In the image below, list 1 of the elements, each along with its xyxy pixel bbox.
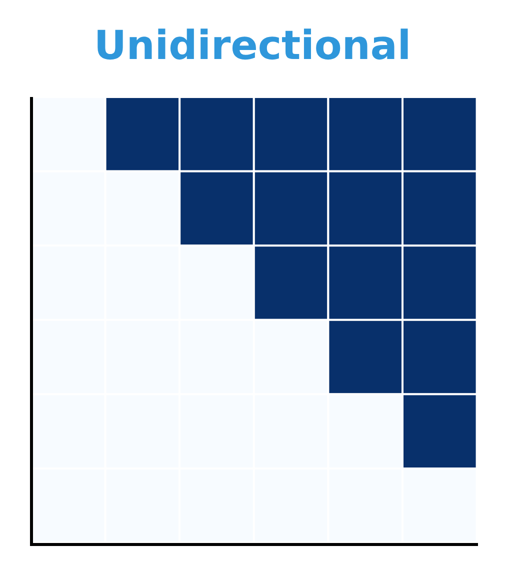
chart-title: Unidirectional	[92, 22, 412, 71]
